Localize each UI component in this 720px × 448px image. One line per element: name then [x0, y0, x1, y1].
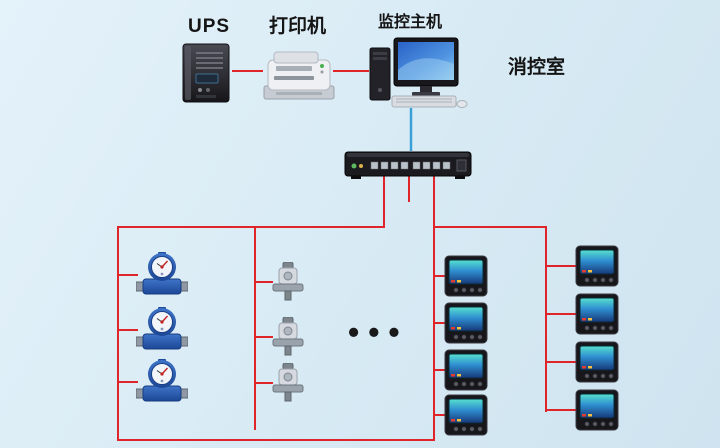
power-meter	[444, 394, 488, 436]
power-meter	[575, 245, 619, 287]
red-wiring	[117, 70, 577, 441]
printer-label: 打印机	[269, 16, 327, 37]
water-meter	[136, 252, 188, 295]
continuation-ellipsis: •••	[348, 314, 409, 350]
water-meter	[136, 359, 188, 402]
valve-device	[272, 262, 304, 301]
host-label: 监控主机	[378, 14, 443, 31]
valve-device	[272, 363, 304, 402]
valve-device	[272, 317, 304, 356]
monitoring-host	[369, 37, 468, 108]
power-meter	[575, 341, 619, 383]
power-meter	[444, 349, 488, 391]
power-meter	[444, 302, 488, 344]
power-meter	[444, 255, 488, 297]
printer-device	[263, 51, 335, 100]
ups-label: UPS	[188, 16, 231, 37]
power-meter	[575, 293, 619, 335]
power-meter	[575, 389, 619, 431]
water-meter	[136, 307, 188, 350]
ups-tower	[182, 43, 230, 103]
control-room-label: 消控室	[508, 57, 566, 78]
network-switch	[344, 151, 472, 179]
